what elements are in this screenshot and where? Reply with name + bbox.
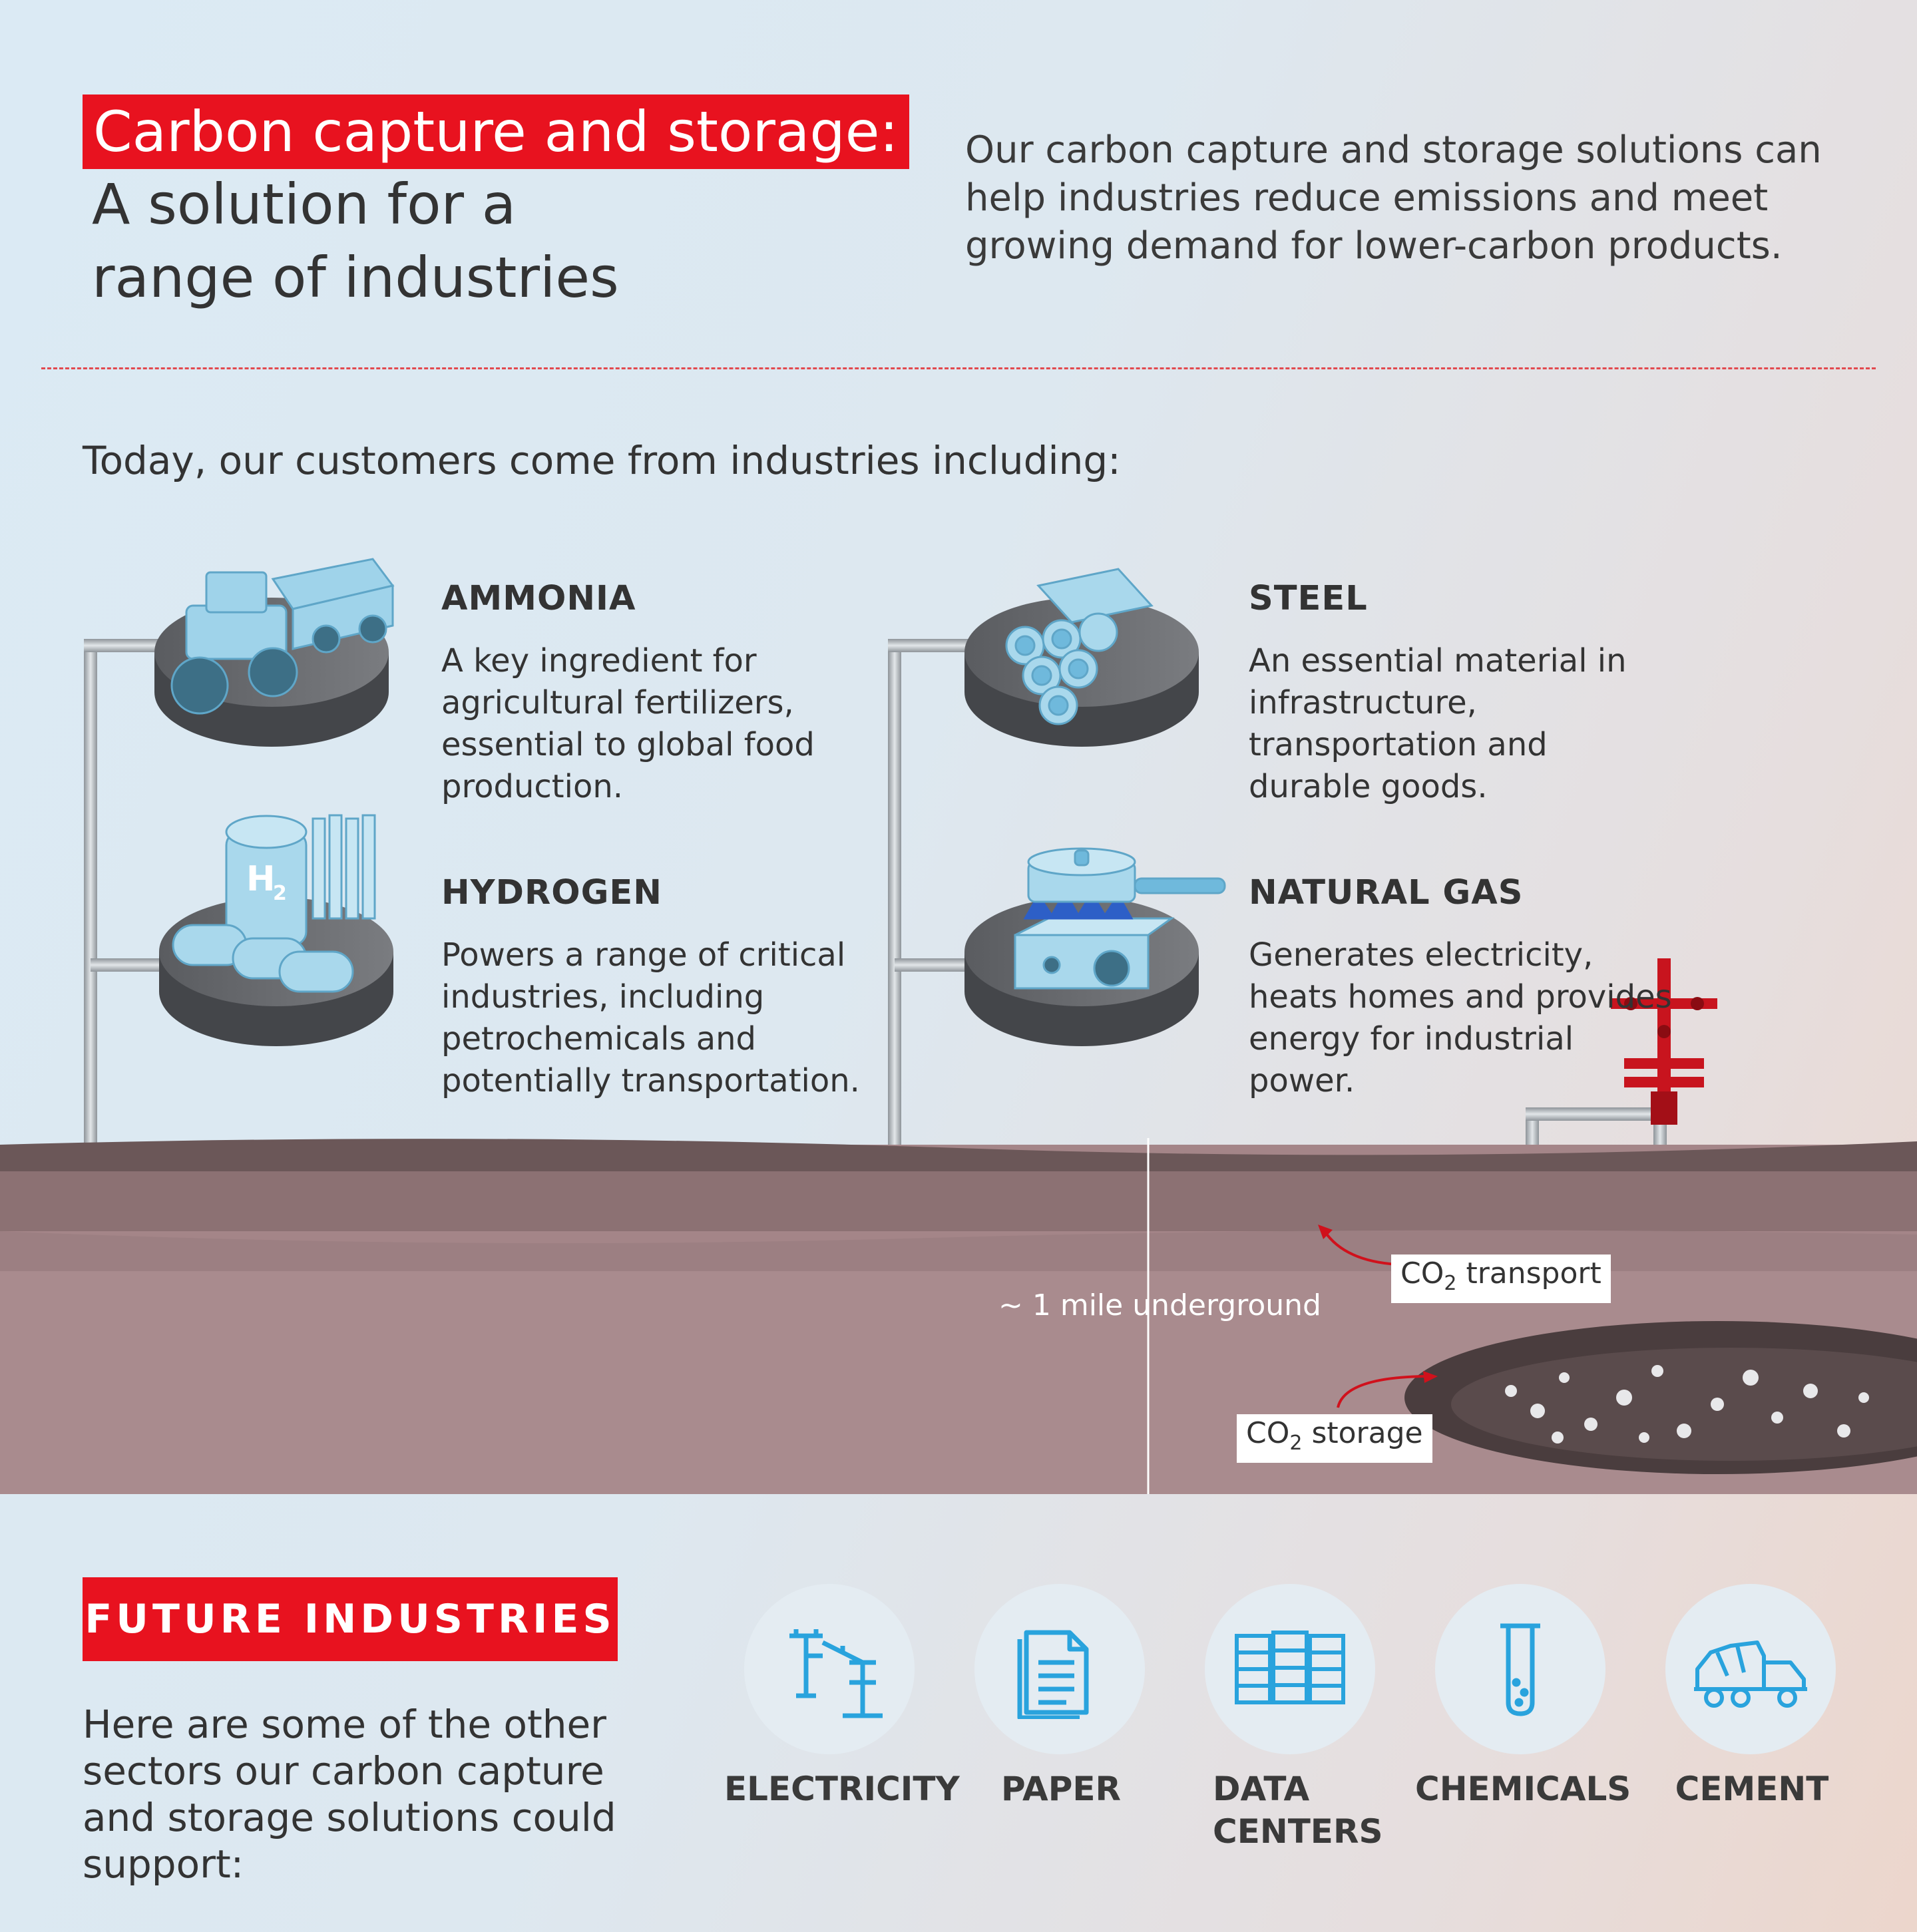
sector-label-data-centers: DATA CENTERS bbox=[1213, 1770, 1383, 1851]
depth-label: ~ 1 mile underground bbox=[998, 1288, 1321, 1322]
headline-highlight: Carbon capture and storage: bbox=[83, 95, 909, 169]
future-industries-text: Here are some of the other sectors our c… bbox=[83, 1702, 616, 1887]
industry-title-natural-gas: NATURAL GAS bbox=[1249, 873, 1524, 912]
sector-electricity-circle bbox=[744, 1584, 915, 1754]
industry-desc-hydrogen: Powers a range of critical industries, i… bbox=[441, 936, 860, 1099]
industry-title-hydrogen: HYDROGEN bbox=[441, 873, 662, 912]
paper-icon bbox=[1017, 1630, 1089, 1719]
industry-desc-ammonia: A key ingredient for agricultural fertil… bbox=[441, 642, 815, 805]
test-tube-icon bbox=[1500, 1623, 1540, 1716]
sector-paper-circle bbox=[974, 1584, 1145, 1754]
co2-transport-label: CO2 transport bbox=[1391, 1255, 1611, 1303]
section-divider bbox=[41, 367, 1876, 369]
sector-label-electricity: ELECTRICITY bbox=[724, 1770, 960, 1808]
industry-desc-steel: An essential material in infrastructure,… bbox=[1249, 642, 1627, 805]
pipeline-diagram: H 2 bbox=[0, 558, 1667, 1378]
storage-arrow bbox=[1337, 1371, 1438, 1408]
co2-bubbles bbox=[1505, 1365, 1869, 1444]
headline-subtitle: A solution for a range of industries bbox=[92, 172, 619, 310]
svg-text:H: H bbox=[246, 859, 276, 899]
transport-arrow bbox=[1318, 1225, 1398, 1266]
gas-stove-icon bbox=[1014, 847, 1226, 990]
industry-desc-natural-gas: Generates electricity, heats homes and p… bbox=[1249, 936, 1672, 1099]
underground-section bbox=[0, 1138, 1917, 1494]
sector-cement-circle bbox=[1665, 1584, 1836, 1754]
lead-text: Today, our customers come from industrie… bbox=[83, 438, 1121, 483]
hydrogen-tanks-icon: H 2 bbox=[172, 814, 376, 993]
sector-label-chemicals: CHEMICALS bbox=[1415, 1770, 1631, 1808]
cement-truck-icon bbox=[1694, 1641, 1807, 1708]
industry-title-steel: STEEL bbox=[1249, 579, 1368, 618]
intro-text: Our carbon capture and storage solutions… bbox=[965, 128, 1822, 268]
svg-text:2: 2 bbox=[273, 882, 287, 905]
power-tower-icon bbox=[789, 1629, 883, 1718]
industry-title-ammonia: AMMONIA bbox=[441, 579, 636, 618]
future-industries-title: FUTURE INDUSTRIES bbox=[83, 1577, 618, 1661]
tractor-icon bbox=[170, 558, 395, 715]
server-rack-icon bbox=[1235, 1631, 1345, 1704]
co2-storage-label: CO2 storage bbox=[1237, 1414, 1432, 1463]
sector-chemicals-circle bbox=[1435, 1584, 1605, 1754]
wellhead-icon bbox=[1611, 958, 1717, 1125]
steel-pipes-icon bbox=[1005, 568, 1154, 725]
sector-data-centers-circle bbox=[1205, 1584, 1375, 1754]
sector-label-cement: CEMENT bbox=[1675, 1770, 1829, 1808]
sector-label-paper: PAPER bbox=[1000, 1770, 1122, 1808]
